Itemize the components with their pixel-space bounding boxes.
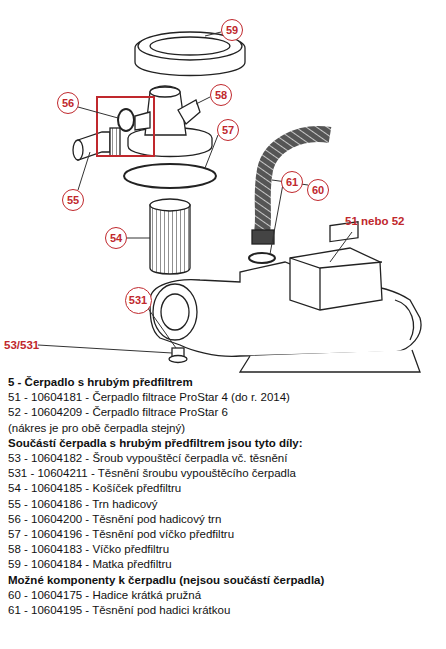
callout-circle: 58 (210, 84, 232, 106)
parts-list-line: 53 - 10604182 - Šroub vypouštěcí čerpadl… (8, 452, 287, 466)
parts (73, 32, 421, 372)
callout-number: 56 (62, 98, 74, 109)
list-heading: Součástí čerpadla s hrubým předfiltrem j… (8, 437, 303, 451)
callout-number: 60 (312, 185, 324, 196)
parts-list-line: 61 - 10604195 - Těsnění pod hadici krátk… (8, 604, 230, 618)
callout-circle: 54 (105, 227, 127, 249)
part-label: 51 nebo 52 (345, 215, 404, 229)
parts-list-line: 531 - 10604211 - Těsnění šroubu vypouště… (8, 467, 296, 481)
list-heading: 5 - Čerpadlo s hrubým předfiltrem (8, 376, 193, 390)
callout-number: 54 (110, 233, 122, 244)
callout-number: 55 (67, 195, 79, 206)
callout-circle: 59 (221, 19, 243, 41)
parts-list-line: 52 - 10604209 - Čerpadlo filtrace ProSta… (8, 406, 228, 420)
parts-list-line: 57 - 10604196 - Těsnění pod víčko předfi… (8, 528, 234, 542)
highlight-frame (97, 97, 154, 156)
part-label: 53/531 (4, 339, 39, 353)
parts-list-line: 56 - 10604200 - Těsnění pod hadicový trn (8, 513, 221, 527)
o-ring-57 (124, 164, 216, 188)
parts-list-line: 54 - 10604185 - Košíček předfiltru (8, 482, 181, 496)
callout-circle: 60 (307, 179, 329, 201)
callout-number: 58 (215, 90, 227, 101)
callout-circle: 57 (217, 119, 239, 141)
parts-list-line: 60 - 10604175 - Hadice krátká pružná (8, 589, 201, 603)
parts-list-line: 58 - 10604183 - Víčko předfiltru (8, 543, 169, 557)
callout-number: 61 (286, 177, 298, 188)
parts-list-line: 55 - 10604186 - Trn hadicový (8, 498, 158, 512)
callout-number: 531 (129, 295, 147, 306)
filter-basket (150, 205, 190, 274)
parts-list-line: (nákres je pro obě čerpadla stejný) (8, 422, 185, 436)
o-ring-61 (249, 253, 275, 263)
callout-number: 59 (226, 25, 238, 36)
callout-circle: 531 (125, 287, 152, 314)
o-ring-56 (118, 109, 134, 131)
short-hose (262, 134, 330, 232)
parts-list-line: 51 - 10604181 - Čerpadlo filtrace ProSta… (8, 391, 290, 405)
callout-number: 57 (222, 125, 234, 136)
callout-circle: 61 (281, 171, 303, 193)
callout-circle: 55 (62, 189, 84, 211)
callout-circle: 56 (57, 92, 79, 114)
leader-lines (38, 32, 352, 353)
list-heading: Možné komponenty k čerpadlu (nejsou souč… (8, 574, 324, 588)
motor-housing (290, 248, 382, 310)
parts-list-line: 59 - 10604184 - Matka předfiltru (8, 558, 172, 572)
